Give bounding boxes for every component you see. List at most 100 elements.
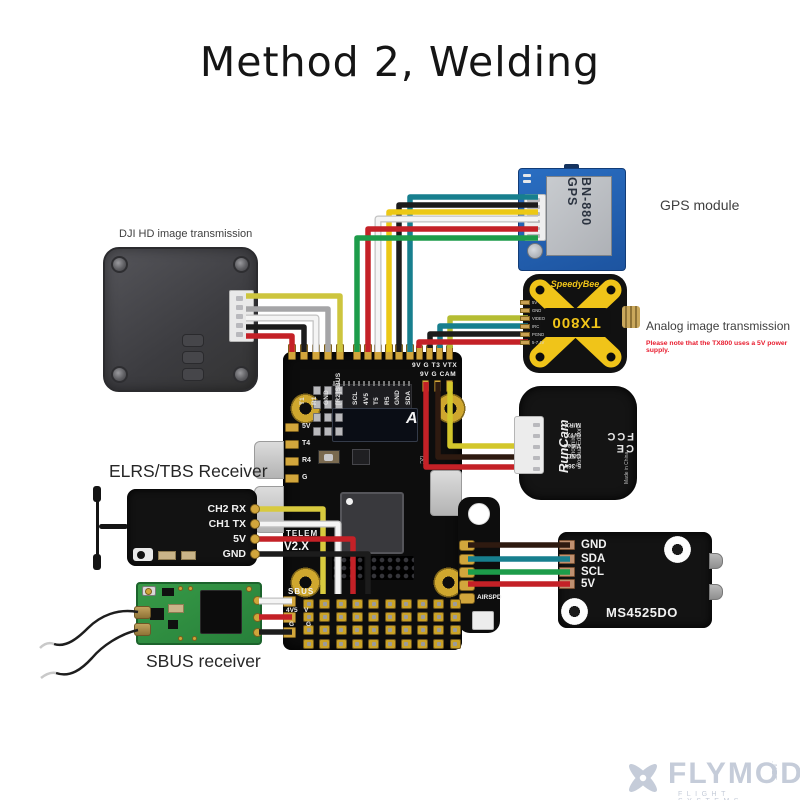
gps-smd	[523, 174, 531, 177]
tx800-pin-label: 5-7.4V	[532, 340, 545, 345]
solder-pad	[400, 638, 412, 649]
fc-pad-sbus	[283, 596, 296, 607]
tx800-brand: SpeedyBee	[550, 279, 600, 289]
connector-pin	[527, 226, 540, 231]
gps-board-text: BN-880 GPS	[565, 177, 593, 227]
fc-pin-label: R1	[311, 396, 318, 405]
fc-pin-label: R5	[384, 396, 391, 405]
antenna-wire-tip	[40, 671, 57, 679]
connector-slot	[236, 296, 243, 301]
solder-pad	[384, 599, 396, 609]
fc-small-chip	[352, 449, 370, 465]
sbus-rx-pad	[178, 586, 183, 591]
solder-pad	[368, 638, 380, 649]
fc-telem-label: TELEM	[286, 529, 319, 538]
ms4525-pad-sda	[559, 554, 575, 564]
flymod-propeller-icon	[629, 764, 657, 792]
antenna-wire	[53, 609, 139, 647]
tx800-pin-gnd	[520, 308, 530, 313]
fc-pin-label: 4V5	[363, 392, 370, 405]
antenna-wire	[55, 628, 139, 676]
solder-pad	[384, 612, 396, 623]
fc-display-module	[332, 408, 418, 442]
solder-pad	[384, 638, 396, 649]
solder-pad	[324, 413, 332, 422]
solder-pad	[313, 426, 321, 436]
solder-pad	[400, 599, 412, 609]
connector-pin	[527, 205, 540, 209]
fc-pad-9v	[416, 345, 423, 360]
solder-pad	[449, 638, 461, 649]
elrs-led-icon	[133, 548, 153, 561]
antenna-lead	[99, 524, 128, 529]
wire-gps-4v5	[365, 226, 538, 352]
mcu-pin1-dot	[346, 498, 353, 505]
airspeed-pad-sda	[459, 554, 475, 565]
runcam-brand-block: RunCam Phoenix2 Joshua Edition	[556, 396, 583, 496]
fc-pad	[353, 344, 361, 360]
solder-pad	[303, 599, 314, 609]
sbus-rx-pad	[246, 586, 252, 592]
ms4525-pin-label: GND	[581, 539, 607, 551]
fc-pin-label: SCL	[352, 391, 359, 405]
tx800-pin-label: GND	[532, 308, 542, 313]
airspeed-tab-hole	[468, 503, 490, 525]
sbus-rx-bind-button	[145, 588, 152, 595]
fc-pin-label: SDA	[405, 390, 412, 405]
solder-pad	[335, 599, 347, 609]
airspeed-connector	[472, 611, 494, 630]
fc-pad	[406, 344, 414, 360]
solder-pad	[433, 638, 445, 649]
wire-gps-scl	[354, 235, 538, 352]
solder-pad	[335, 625, 347, 636]
runcam-brand: RunCam	[556, 419, 571, 473]
connector-slot	[533, 423, 540, 427]
ribbon-connector	[430, 470, 462, 516]
dji-button	[182, 351, 204, 364]
ms4525-pad-5v	[559, 579, 575, 589]
solder-pad	[351, 612, 363, 623]
elrs-pin-label: 5V	[233, 533, 246, 545]
fc-pad-5v	[285, 423, 299, 432]
solder-pad	[335, 612, 347, 623]
fc-pad	[364, 344, 372, 360]
solder-pad	[351, 625, 363, 636]
connector-pin	[527, 234, 540, 238]
fc-sbus-label: SBUS	[288, 587, 315, 596]
fc-i2c-label: I2C	[418, 456, 424, 464]
elrs-pin-label: GND	[222, 548, 246, 560]
tx800-pin-label: 5V	[532, 300, 538, 305]
connector-slot	[236, 305, 243, 310]
screw-hole-icon	[561, 598, 588, 625]
ms4525-pad-gnd	[559, 540, 575, 550]
fc-4v5-label: 4V5	[286, 607, 298, 614]
fc-version-label: V2.X	[284, 541, 309, 553]
solder-pad	[319, 638, 331, 649]
fc-pad-r4	[285, 457, 299, 466]
sbus-rx-out-pad	[253, 628, 262, 637]
fc-g-label: G	[306, 621, 312, 628]
fc-g-label: G	[289, 621, 295, 628]
wire-vtx-video	[447, 315, 528, 348]
antenna-icon	[93, 554, 101, 570]
solder-pad	[417, 599, 429, 609]
solder-pad	[319, 625, 331, 636]
sbus-rx-pad	[178, 636, 183, 641]
fc-pin-label: [R2]SBUS	[335, 372, 342, 405]
fc-pad-t4	[285, 440, 299, 449]
fc-pad-g2	[285, 474, 299, 483]
runcam-origin: Made in China	[624, 451, 630, 484]
sbus-rx-smd	[168, 604, 184, 613]
flymod-suffix: .NET	[770, 761, 777, 781]
fc-left-pad-label: R4	[302, 457, 311, 464]
solder-pad	[335, 399, 343, 409]
gps-battery	[527, 243, 543, 259]
connector-pin	[527, 212, 540, 216]
screw-icon	[233, 366, 250, 383]
tx800-pin-irc	[520, 324, 530, 329]
ms4525-pin-label: SDA	[581, 553, 606, 565]
fc-pad	[312, 344, 320, 360]
fc-pin-label: T5	[373, 397, 380, 405]
solder-pad	[351, 599, 363, 609]
elrs-label: ELRS/TBS Receiver	[109, 461, 268, 481]
